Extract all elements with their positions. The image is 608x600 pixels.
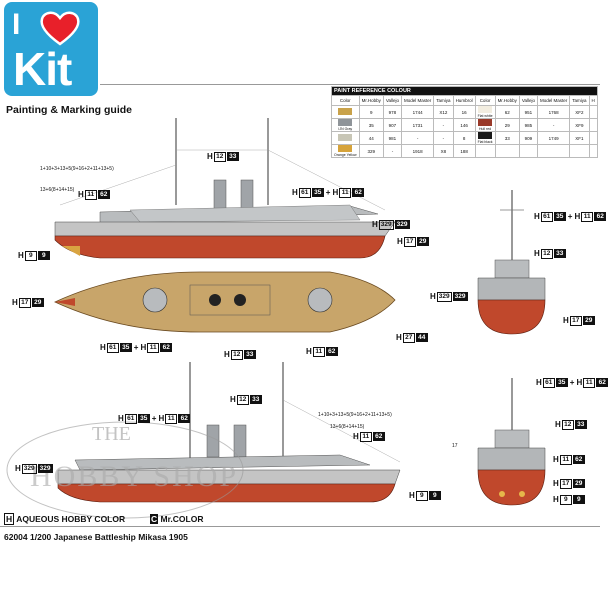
logo-kit-text: Kit (13, 43, 72, 95)
flags-note-top: 1+10+3+13+5(9+16+2+11+13+5) (40, 166, 114, 172)
paint-cell: 978 (382, 105, 403, 119)
logo-letter-i: I (12, 8, 21, 41)
flags-note-small: 13+6(8+14+15) (40, 187, 75, 193)
color-name: Flat black (477, 140, 493, 144)
paint-cell: 188 (452, 144, 476, 158)
color-swatch: Flat black (474, 131, 496, 145)
i-love-kit-logo: I Kit (4, 2, 98, 96)
flags-note-bottom-small: 13+6(8+14+15) (330, 424, 365, 430)
flags-note-bottom: 1+10+3+13+5(9+16+2+11+13+5) (318, 412, 392, 418)
paint-cell: 907 (382, 118, 403, 132)
color-swatch: Hull red (474, 118, 496, 132)
watermark-top: THE (92, 423, 131, 445)
empty-cell (588, 144, 598, 158)
color-name: Flat white (477, 114, 493, 118)
deck-view (54, 271, 396, 333)
color-name: IJN Gray (338, 127, 353, 131)
front-view (477, 190, 546, 335)
rear-view (477, 378, 546, 506)
side-view-bottom (57, 362, 401, 503)
watermark-middle: HOBBY SHOP (30, 460, 239, 493)
legend-mrcolor: C Mr.COLOR (150, 514, 204, 524)
legend-aqueous-mark: H (4, 513, 15, 525)
paint-cell: - (382, 144, 403, 158)
footer-title: 62004 1/200 Japanese Battleship Mikasa 1… (4, 532, 188, 542)
empty-cell (518, 144, 539, 158)
paint-cell: 329 (358, 144, 384, 158)
legend-mr-mark: C (150, 514, 159, 524)
color-name: Orange Yellow (334, 153, 357, 157)
legend-aqueous-label: AQUEOUS HOBBY COLOR (16, 514, 126, 524)
header-divider (100, 84, 600, 85)
heart-icon (40, 11, 80, 46)
legend-mr-label: Mr.COLOR (160, 514, 204, 524)
footer-divider (0, 526, 600, 527)
paint-cell: X8 (433, 144, 454, 158)
guide-title: Painting & Marking guide (6, 104, 133, 116)
legend-aqueous: H AQUEOUS HOBBY COLOR (4, 513, 126, 525)
side-view-top (54, 118, 396, 259)
paint-reference-table: PAINT REFERENCE COLOUR Color Mr.Hobby Va… (331, 86, 598, 158)
rear-label: 17 (452, 443, 458, 449)
empty-cell (494, 144, 520, 158)
color-name: Hull red (479, 127, 492, 131)
paint-cell: 62 (494, 105, 520, 119)
